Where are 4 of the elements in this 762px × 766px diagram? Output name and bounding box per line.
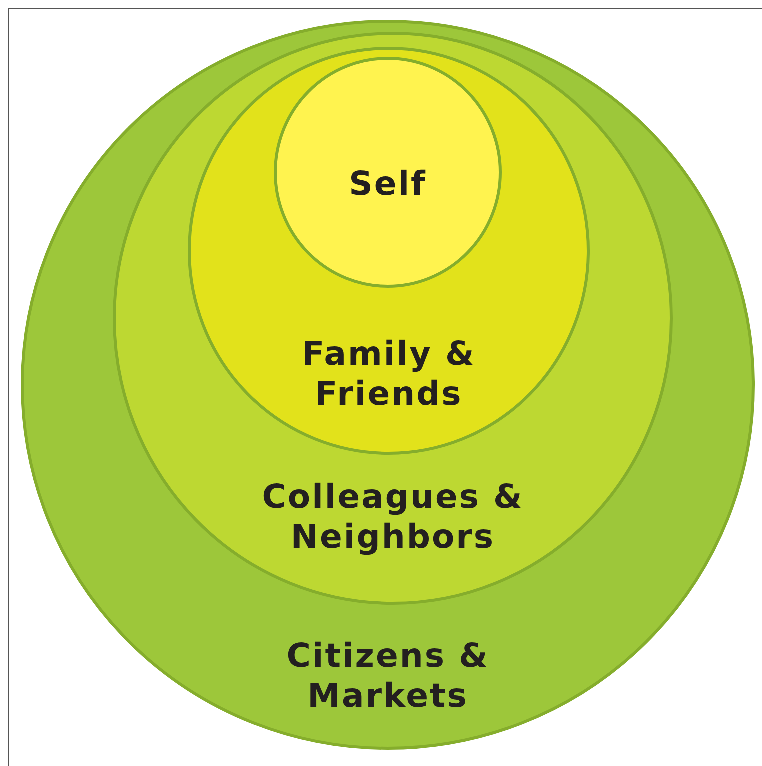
ring-label: Family & Friends: [301, 334, 477, 414]
ring-label: Citizens & Markets: [286, 636, 490, 716]
ring-label: Colleagues & Neighbors: [261, 477, 525, 557]
ring-label: Self: [348, 164, 428, 204]
